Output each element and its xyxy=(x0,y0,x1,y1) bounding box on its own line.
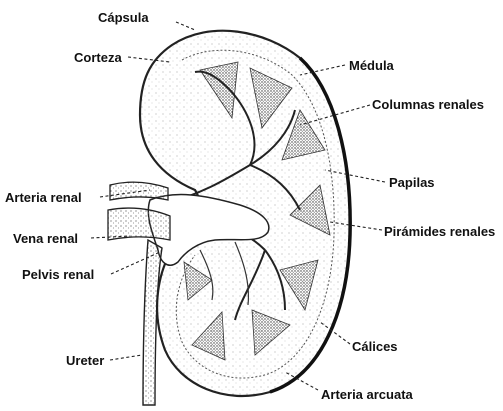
label-vena-renal: Vena renal xyxy=(13,231,78,246)
kidney-illustration xyxy=(108,31,350,405)
label-arteria-arcuata: Arteria arcuata xyxy=(321,387,414,402)
label-capsula: Cápsula xyxy=(98,10,149,25)
label-ureter: Ureter xyxy=(66,353,104,368)
label-piramides-renales: Pirámides renales xyxy=(384,224,495,239)
label-pelvis-renal: Pelvis renal xyxy=(22,267,94,282)
label-corteza: Corteza xyxy=(74,50,122,65)
label-medula: Médula xyxy=(349,58,395,73)
label-papilas: Papilas xyxy=(389,175,435,190)
label-calices: Cálices xyxy=(352,339,398,354)
label-arteria-renal: Arteria renal xyxy=(5,190,82,205)
label-columnas-renales: Columnas renales xyxy=(372,97,484,112)
